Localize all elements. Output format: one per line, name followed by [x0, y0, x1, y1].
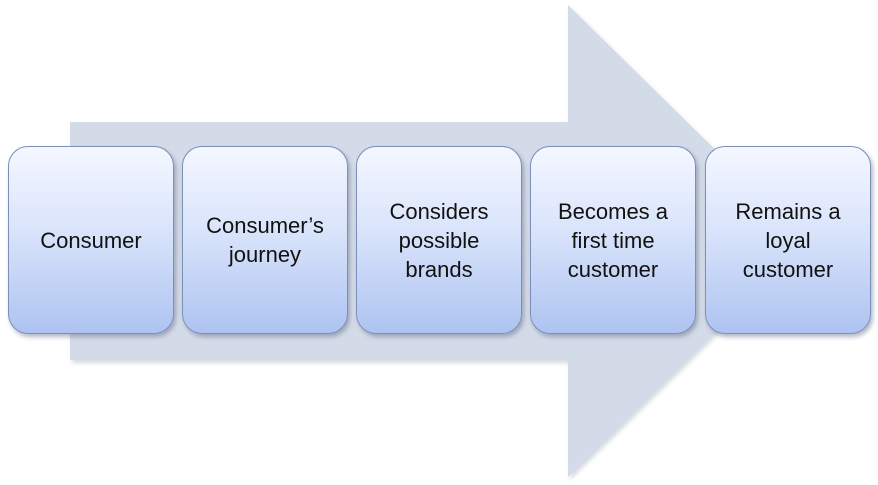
step-consumers-journey: Consumer’s journey [182, 146, 348, 334]
step-first-time-customer: Becomes a first time customer [530, 146, 696, 334]
step-label: Considers possible brands [389, 198, 489, 282]
step-consumer: Consumer [8, 146, 174, 334]
step-label: Consumer [40, 227, 142, 253]
step-considers-brands: Considers possible brands [356, 146, 522, 334]
step-label: Becomes a first time customer [557, 198, 669, 282]
step-label: Remains a loyal customer [735, 198, 841, 282]
step-loyal-customer: Remains a loyal customer [705, 146, 871, 334]
step-label: Consumer’s journey [206, 213, 324, 267]
